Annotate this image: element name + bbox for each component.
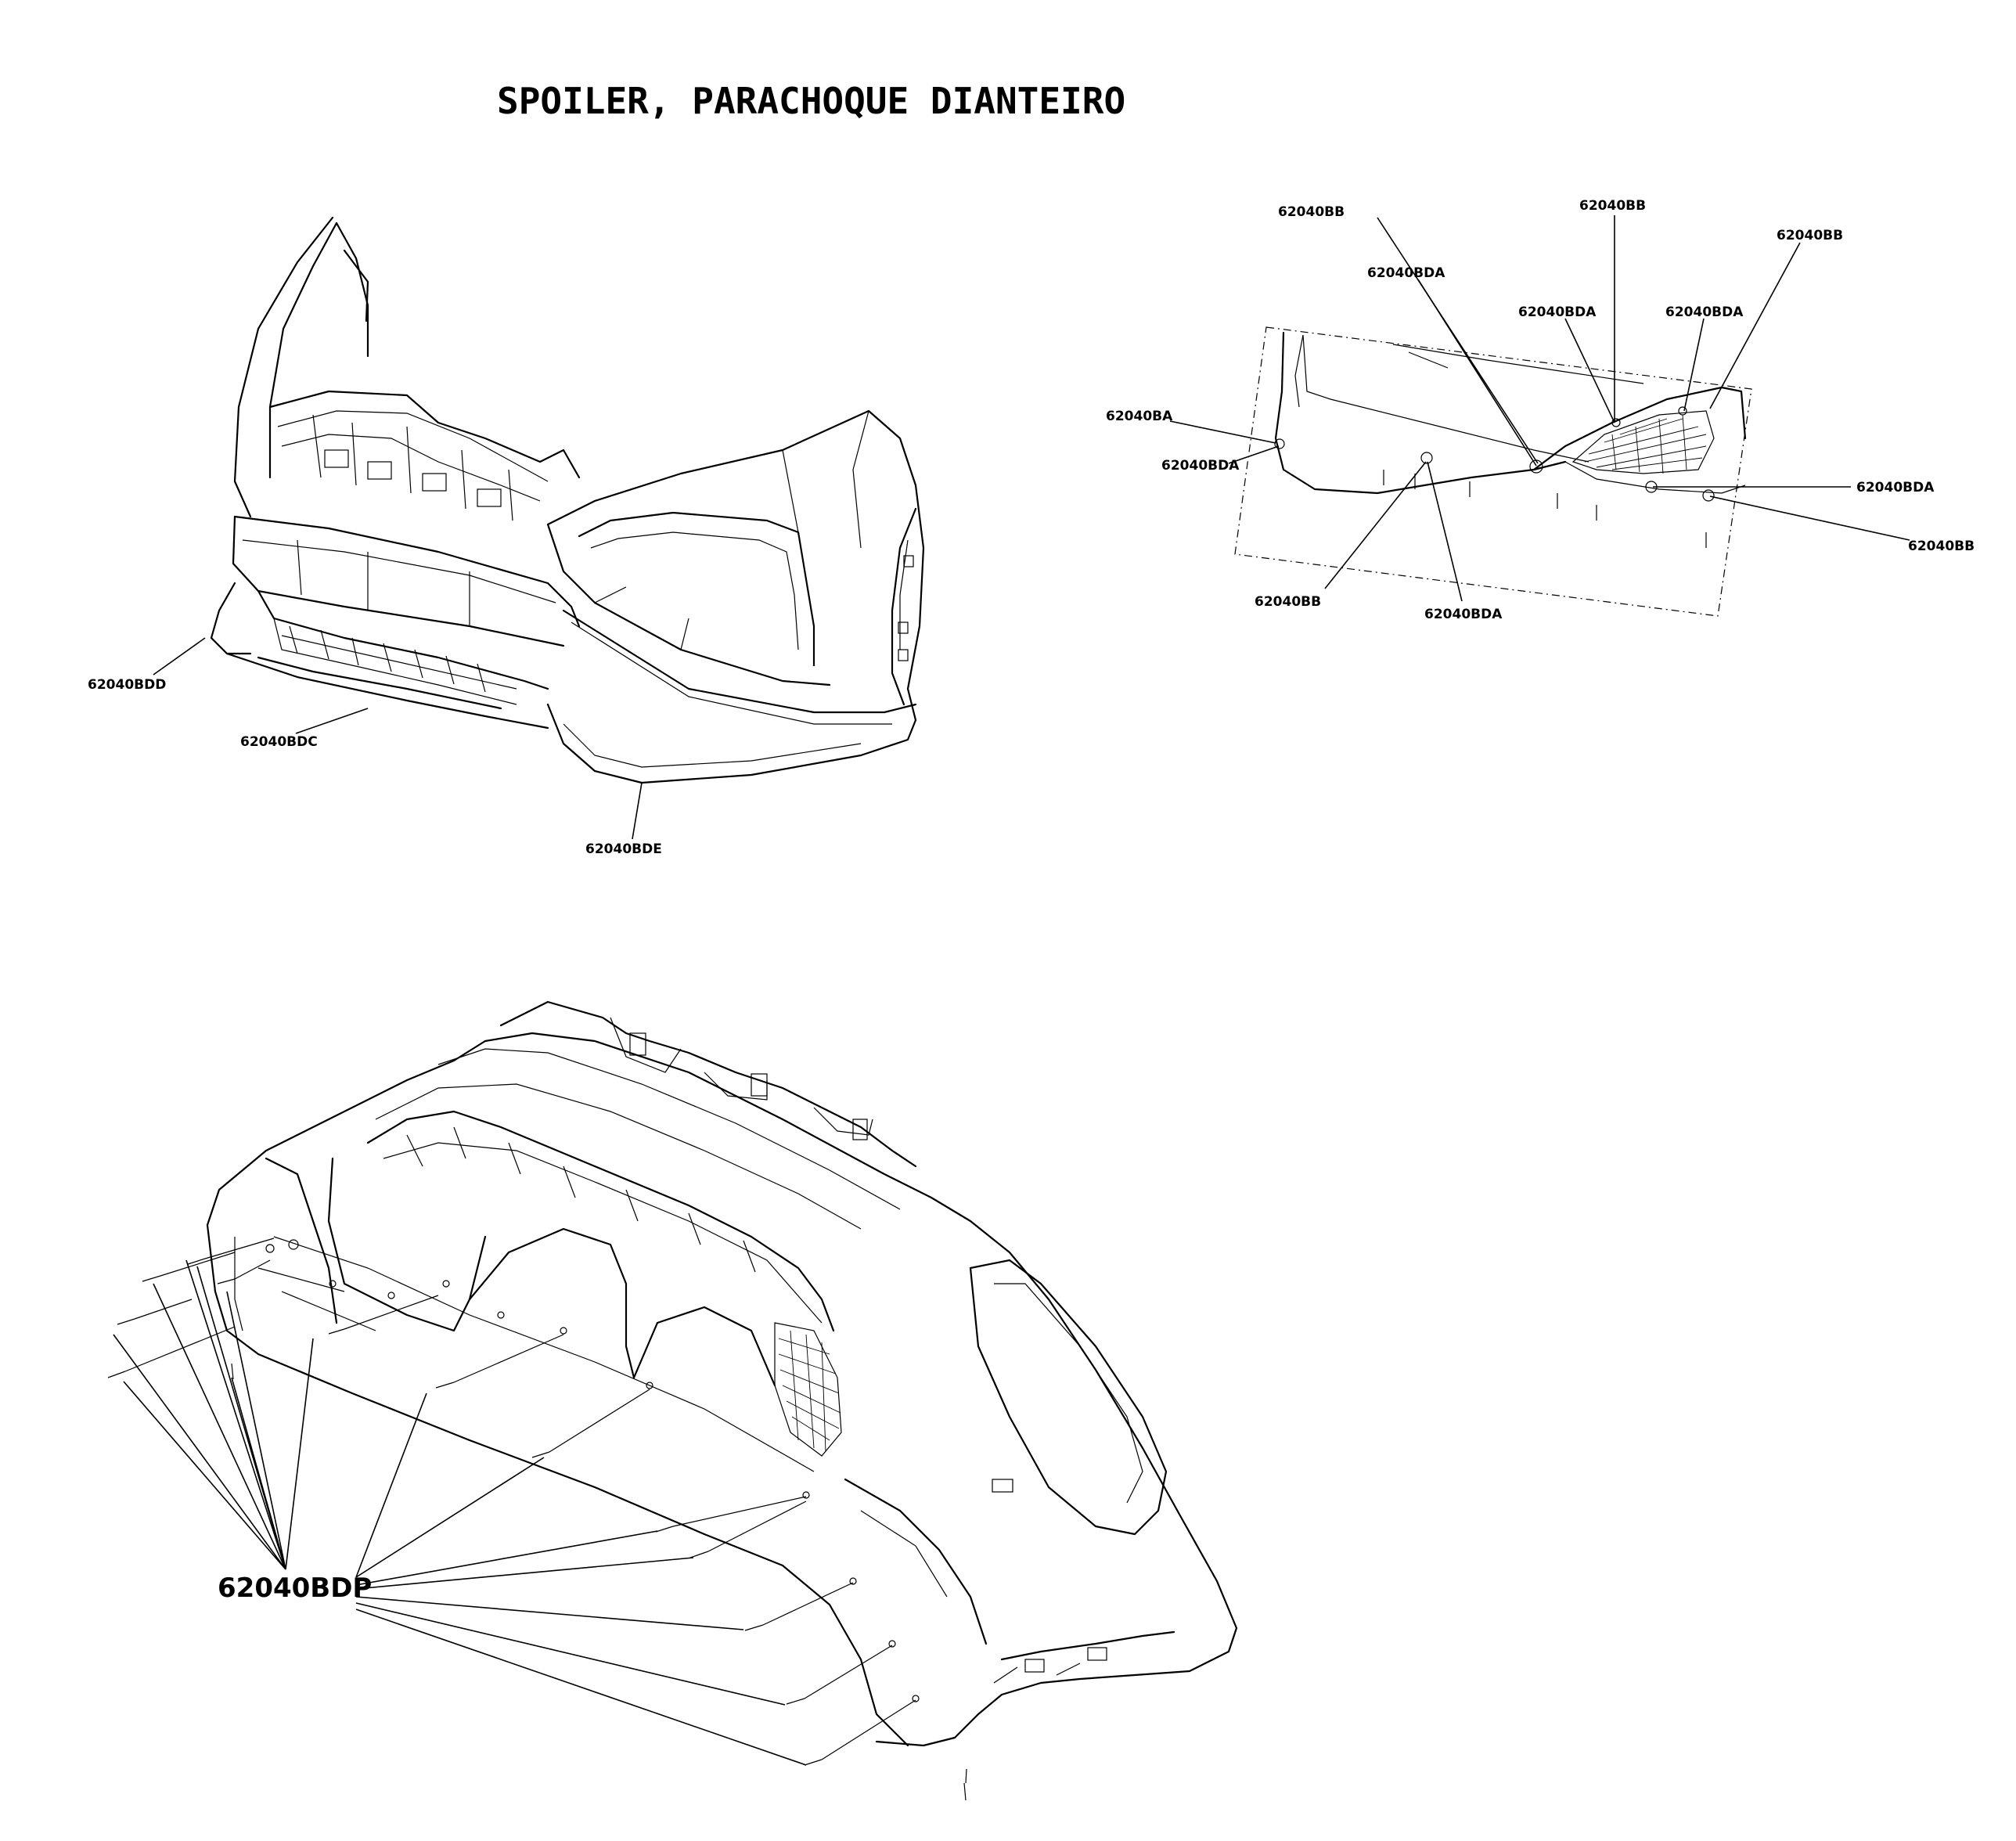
detail-view-callouts: 62040BB 62040BB 62040BB 62040BDA 62040BD… bbox=[1106, 198, 1975, 622]
callout-62040BA: 62040BA bbox=[1106, 409, 1173, 424]
callout-62040BDA: 62040BDA bbox=[1161, 458, 1240, 474]
front-bumper-illustration bbox=[210, 216, 925, 784]
underside-bumper-illustration bbox=[206, 1000, 1238, 1747]
callout-62040BB: 62040BB bbox=[1777, 228, 1843, 243]
callout-62040BDA: 62040BDA bbox=[1665, 304, 1744, 320]
callout-62040BDA: 62040BDA bbox=[1367, 265, 1445, 281]
underside-screws bbox=[107, 1238, 967, 1801]
callout-62040BDA: 62040BDA bbox=[1518, 304, 1597, 320]
callout-62040BB: 62040BB bbox=[1255, 594, 1321, 610]
callout-62040BDA: 62040BDA bbox=[1856, 480, 1935, 495]
underside-callouts: 62040BDP bbox=[113, 1259, 807, 1766]
callout-62040BB: 62040BB bbox=[1908, 539, 1975, 554]
callout-62040BB: 62040BB bbox=[1278, 204, 1345, 220]
callout-62040BDA: 62040BDA bbox=[1424, 607, 1503, 622]
front-bumper-callouts: 62040BDD 62040BDC 62040BDE bbox=[88, 637, 662, 857]
callout-62040BDD: 62040BDD bbox=[88, 677, 166, 693]
callout-62040BB: 62040BB bbox=[1579, 198, 1646, 214]
callout-62040BDC: 62040BDC bbox=[240, 734, 318, 750]
detail-view-frame bbox=[1234, 326, 1752, 617]
diagram-title: SPOILER, PARACHOQUE DIANTEIRO bbox=[497, 80, 1125, 122]
callout-62040BDP: 62040BDP bbox=[218, 1573, 372, 1604]
detail-view bbox=[1234, 326, 1752, 617]
callout-62040BDE: 62040BDE bbox=[585, 841, 662, 857]
